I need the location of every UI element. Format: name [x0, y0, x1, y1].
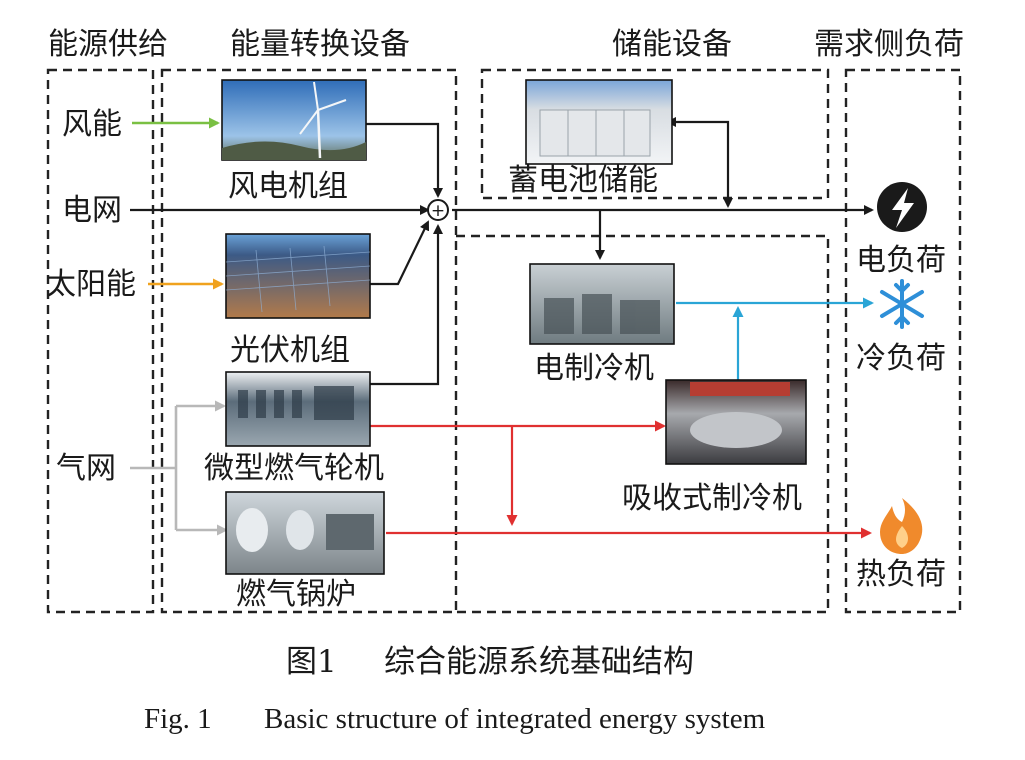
column-header-supply: 能源供给	[48, 27, 168, 62]
source-label-solar: 太阳能	[46, 267, 136, 302]
device-label-pv: 光伏机组	[230, 333, 350, 368]
gas-flow-lines	[130, 400, 228, 536]
supply-group-frame	[46, 68, 155, 614]
load-label-electric: 电负荷	[856, 243, 946, 278]
device-label-electric-chiller: 电制冷机	[534, 351, 654, 386]
source-label-grid: 电网	[62, 193, 122, 228]
caption-cn-number: 图1	[286, 644, 337, 680]
device-label-battery: 蓄电池储能	[508, 163, 658, 198]
electric-chiller-image	[529, 263, 675, 345]
device-label-wind-turbine: 风电机组	[228, 169, 348, 204]
source-label-gas: 气网	[56, 451, 116, 486]
device-label-absorption-chiller: 吸收式制冷机	[622, 481, 802, 516]
bus-symbol: +	[431, 201, 445, 221]
conversion-lower-group-frame	[456, 234, 830, 614]
flame-icon	[880, 498, 923, 554]
caption-en-title: Basic structure of integrated energy sys…	[264, 703, 766, 735]
heat-flow-lines	[370, 420, 872, 539]
load-label-heat: 热负荷	[856, 557, 946, 592]
summing-junction-icon	[427, 199, 449, 221]
absorption-chiller-image	[665, 379, 807, 465]
demand-group-frame	[844, 68, 962, 614]
storage-group-frame	[480, 68, 830, 200]
cooling-flow-lines	[676, 297, 874, 380]
device-label-gas-boiler: 燃气锅炉	[236, 577, 356, 612]
gas-boiler-image	[225, 491, 385, 575]
caption-en-number: Fig. 1	[144, 703, 212, 735]
column-header-demand: 需求侧负荷	[814, 27, 964, 62]
column-header-storage: 储能设备	[612, 27, 732, 62]
conversion-group-frame	[160, 68, 458, 614]
battery-storage-image	[525, 79, 673, 165]
lightning-bolt-icon	[877, 182, 927, 232]
caption-cn-title: 综合能源系统基础结构	[384, 644, 694, 680]
column-header-conversion: 能量转换设备	[230, 27, 410, 62]
wind-turbine-image	[221, 79, 367, 161]
source-label-wind: 风能	[62, 107, 122, 142]
micro-turbine-image	[225, 371, 371, 447]
device-label-micro-turbine: 微型燃气轮机	[204, 451, 384, 486]
snowflake-icon	[880, 279, 924, 329]
pv-array-image	[225, 233, 371, 319]
load-label-cooling: 冷负荷	[856, 341, 946, 376]
electric-flow-lines	[130, 117, 874, 386]
